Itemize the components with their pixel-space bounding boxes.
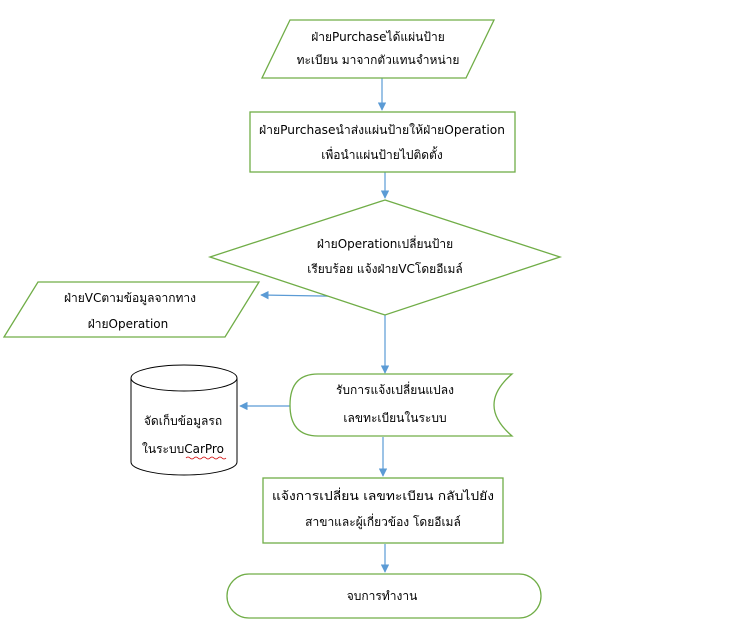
stored-receive: รับการแจ้งเปลี่ยนแปลง เลขทะเบียนในระบบ — [289, 373, 514, 437]
input-vc: ฝ่ายVCตามข้อมูลจากทาง ฝ่ายOperation — [2, 281, 261, 338]
decision-operation: ฝ่ายOperationเปลี่ยนป้าย เรียบร้อย แจ้งฝ… — [207, 199, 563, 316]
input-purchase: ฝ่ายPurchaseได้แผ่นป้าย ทะเบียน มาจากตัว… — [260, 19, 496, 79]
process-send-line-1: ฝ่ายPurchaseนำส่งแผ่นป้ายให้ฝ่ายOperatio… — [259, 123, 505, 137]
stored-receive-shape — [289, 373, 514, 437]
database-carpro-line-1: จัดเก็บข้อมูลรถ — [144, 413, 222, 429]
database-carpro-top — [130, 364, 238, 392]
input-purchase-line-1: ฝ่ายPurchaseได้แผ่นป้าย — [311, 30, 444, 44]
decision-operation-line-1: ฝ่ายOperationเปลี่ยนป้าย — [317, 235, 453, 251]
database-carpro-line-2: ในระบบCarPro — [142, 442, 224, 456]
terminal-end-shape — [226, 573, 542, 619]
input-vc-line-2: ฝ่ายOperation — [88, 317, 169, 331]
process-send-line-2: เพื่อนำแผ่นป้ายไปติดตั้ง — [321, 146, 442, 162]
terminal-end-label: จบการทำงาน — [347, 589, 418, 603]
input-purchase-shape — [260, 19, 496, 79]
decision-operation-shape — [207, 199, 563, 316]
stored-receive-line-2: เลขทะเบียนในระบบ — [343, 411, 446, 425]
process-notify-shape — [262, 477, 504, 544]
input-vc-line-1: ฝ่ายVCตามข้อมูลจากทาง — [64, 291, 196, 306]
database-carpro-body — [130, 378, 238, 476]
input-vc-shape — [2, 281, 261, 338]
spellcheck-underline — [185, 456, 227, 460]
database-carpro: จัดเก็บข้อมูลรถ ในระบบCarPro — [130, 364, 238, 476]
stored-receive-line-1: รับการแจ้งเปลี่ยนแปลง — [336, 381, 454, 397]
input-purchase-line-2: ทะเบียน มาจากตัวแทนจำหน่าย — [297, 53, 460, 67]
process-notify: แจ้งการเปลี่ยน เลขทะเบียน กลับไปยัง สาขา… — [262, 477, 504, 544]
process-send: ฝ่ายPurchaseนำส่งแผ่นป้ายให้ฝ่ายOperatio… — [249, 111, 516, 173]
process-notify-line-2: สาขาและผู้เกี่ยวข้อง โดยอีเมล์ — [305, 513, 461, 530]
process-notify-line-1: แจ้งการเปลี่ยน เลขทะเบียน กลับไปยัง — [272, 487, 494, 503]
decision-operation-line-2: เรียบร้อย แจ้งฝ่ายVCโดยอีเมล์ — [307, 262, 463, 276]
terminal-end: จบการทำงาน — [226, 573, 542, 619]
process-send-shape — [249, 111, 516, 173]
